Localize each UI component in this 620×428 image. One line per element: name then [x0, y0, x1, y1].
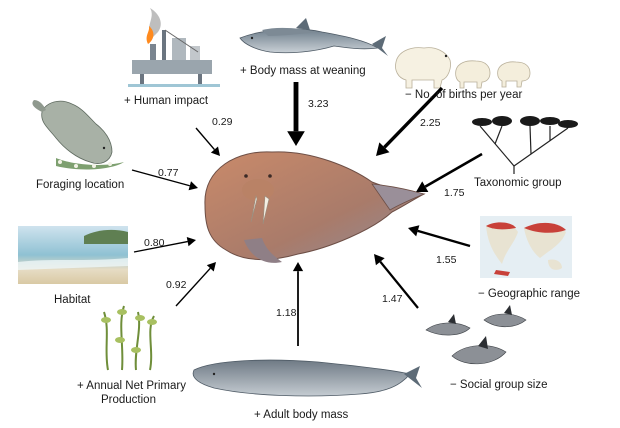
svg-text:− No. of births per year: − No. of births per year: [405, 89, 522, 101]
svg-text:+ Annual Net Primary: + Annual Net Primary: [77, 380, 186, 392]
phylogenetic-tree-illustration: [480, 126, 568, 174]
silhouettes: [472, 116, 578, 128]
svg-text:Habitat: Habitat: [54, 294, 91, 306]
kelp-illustration: [101, 306, 157, 370]
weight-habitat: 0.80: [144, 237, 165, 249]
svg-text:− Social group size: − Social group size: [450, 379, 548, 391]
arrow-geographic-range-shaft: [418, 231, 470, 246]
factor-label-taxonomic-group: Taxonomic group 1.75: [444, 177, 562, 199]
svg-text:Taxonomic group: Taxonomic group: [474, 177, 562, 189]
manatee-illustration: [32, 100, 124, 169]
arrow-adult-body-mass-head: [293, 262, 303, 271]
dolphins-illustration: [240, 18, 388, 56]
svg-text:+ Human impact: + Human impact: [124, 95, 209, 107]
svg-text:+ Body mass at weaning: + Body mass at weaning: [240, 65, 366, 77]
weight-geographic-range: 1.55: [436, 254, 457, 266]
weight-annual-npp: 0.92: [166, 279, 187, 291]
factor-label-human-impact: + Human impact 0.29: [124, 95, 233, 128]
blue-whale-illustration: [193, 360, 422, 396]
weight-foraging-location: 0.77: [158, 167, 179, 179]
beach-illustration: [18, 226, 128, 284]
svg-text:+ Adult body mass: + Adult body mass: [254, 409, 349, 421]
arrow-geographic-range-head: [408, 225, 419, 236]
weight-adult-body-mass: 1.18: [276, 307, 297, 319]
weight-human-impact: 0.29: [212, 116, 233, 128]
arrow-habitat-head: [187, 237, 196, 246]
factor-label-annual-npp: + Annual Net Primary Production 0.92: [77, 279, 187, 406]
factor-label-foraging-location: Foraging location 0.77: [36, 167, 179, 191]
world-map-illustration: [480, 216, 572, 278]
weight-births-per-year: 2.25: [420, 117, 441, 129]
factor-label-body-mass-weaning: + Body mass at weaning 3.23: [240, 65, 366, 110]
svg-text:Foraging location: Foraging location: [36, 179, 124, 191]
arrow-foraging-location-head: [189, 181, 198, 190]
polar-bears-illustration: [395, 48, 530, 88]
oil-rig-illustration: [128, 8, 220, 87]
weight-social-group-size: 1.47: [382, 293, 403, 305]
weight-taxonomic-group: 1.75: [444, 187, 465, 199]
arrow-human-impact-shaft: [196, 128, 214, 150]
small-dolphins-illustration: [426, 305, 526, 364]
svg-text:− Geographic range: − Geographic range: [478, 288, 580, 300]
arrow-body-mass-weaning-head: [287, 131, 305, 146]
walrus-illustration: [205, 152, 424, 263]
svg-text:Production: Production: [101, 394, 156, 406]
weight-body-mass-weaning: 3.23: [308, 98, 329, 110]
